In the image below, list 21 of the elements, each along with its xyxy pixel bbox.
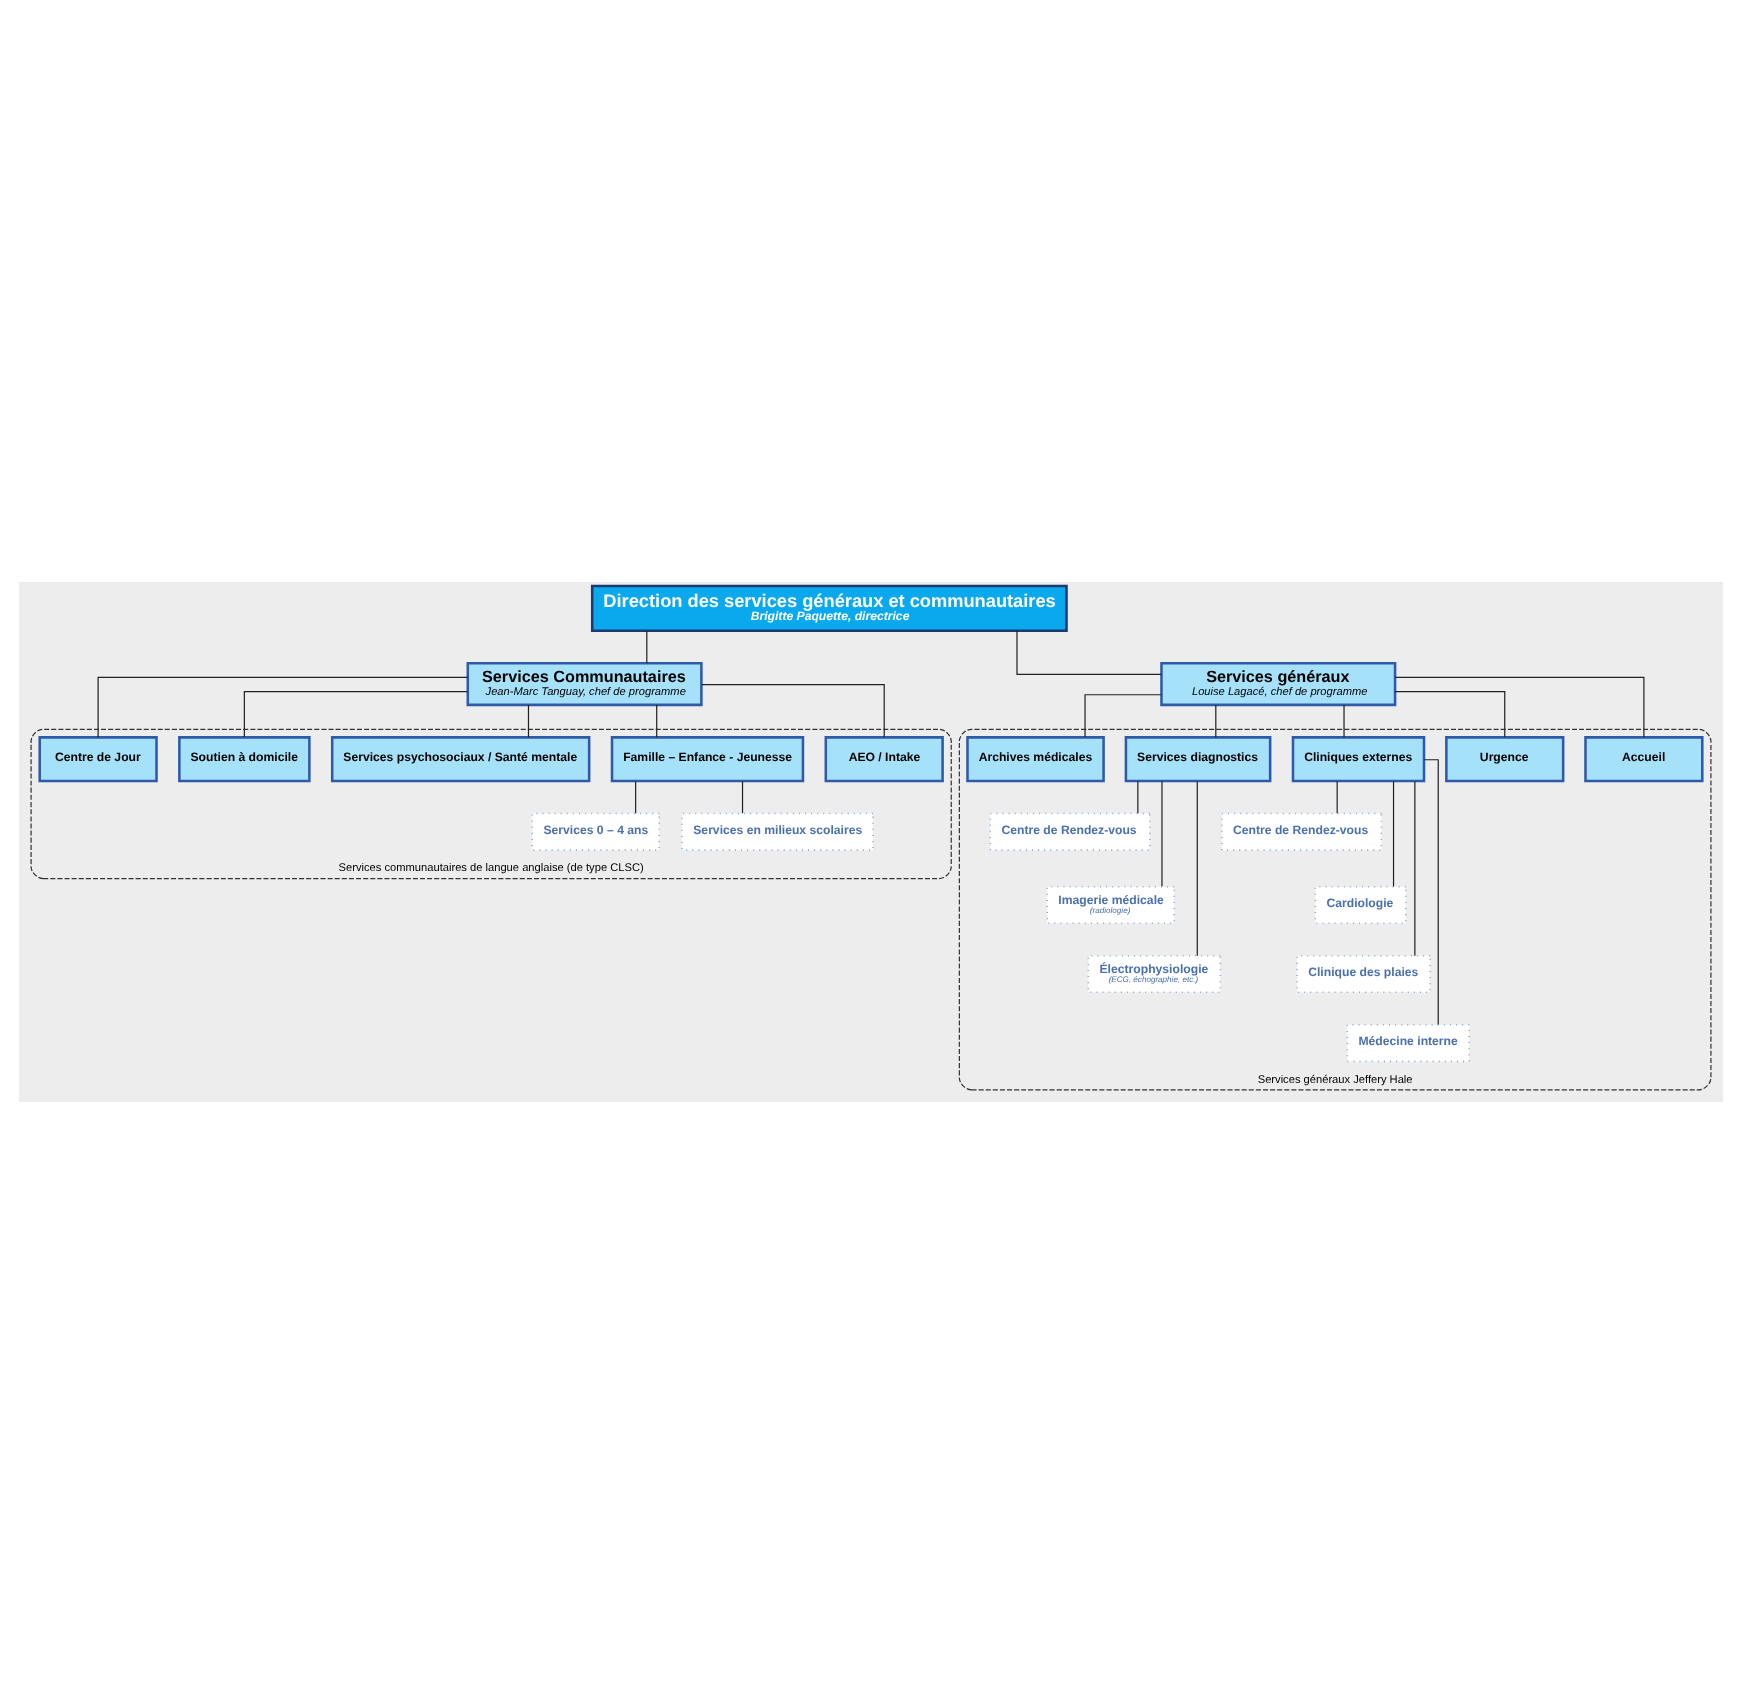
connector bbox=[1343, 704, 1345, 738]
connector bbox=[635, 780, 637, 814]
connector bbox=[1423, 759, 1439, 1026]
connector bbox=[701, 683, 885, 738]
connector bbox=[1084, 694, 1162, 738]
connector bbox=[1016, 630, 1162, 676]
connector bbox=[1137, 780, 1139, 814]
connector bbox=[1414, 780, 1416, 957]
connector bbox=[656, 704, 658, 738]
connector bbox=[97, 676, 469, 738]
connector bbox=[1161, 780, 1163, 887]
connector bbox=[741, 780, 744, 814]
connector bbox=[243, 691, 469, 738]
connector bbox=[527, 704, 530, 738]
connector bbox=[1394, 676, 1645, 738]
connector bbox=[1196, 780, 1198, 957]
connector bbox=[1394, 691, 1506, 738]
connector bbox=[1392, 780, 1395, 887]
connector bbox=[1336, 780, 1338, 814]
connector bbox=[1215, 704, 1217, 738]
connector bbox=[646, 630, 648, 664]
